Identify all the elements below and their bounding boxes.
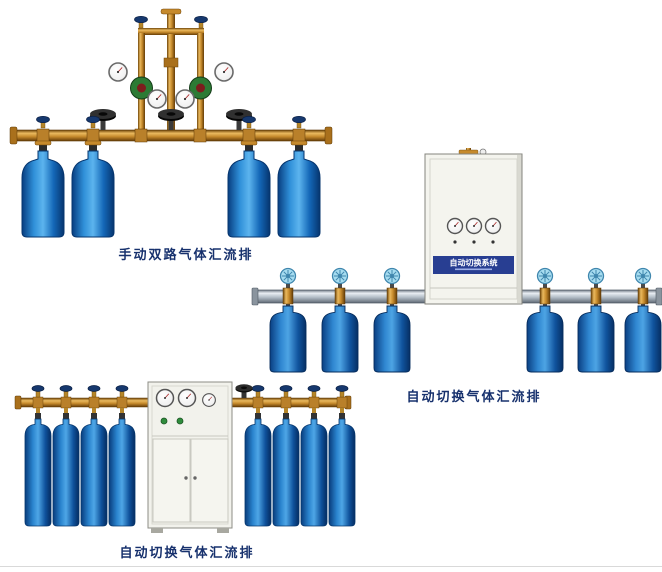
pressure-gauge-icon [465,217,483,235]
cylinder-handwheel-icon [383,267,401,285]
bottom-divider-line [0,566,662,567]
gas-cylinder [71,140,115,238]
door-handle-icon [193,476,197,480]
pressure-gauge-icon [147,89,167,109]
gas-cylinder [321,305,359,373]
door-handle-icon [184,476,188,480]
green-knob-icon [176,417,184,425]
ball-valve-icon [31,385,45,398]
cylinder-handwheel-icon [587,267,605,285]
ball-valve-icon [36,115,50,129]
ball-valve-icon [279,385,293,398]
ball-valve-icon [194,15,208,29]
handwheel-valve-icon [158,109,184,130]
green-knob-icon [160,417,168,425]
cabinet-panel-text: 自动切换系统 [450,258,498,268]
gas-cylinder [300,412,328,527]
ball-valve-icon [134,15,148,29]
auto-switch-floor-manifold-illustration [14,381,356,533]
manual-dual-manifold-illustration [9,8,333,238]
cylinder-stations [21,115,321,238]
gas-cylinder [624,305,662,373]
product-caption-auto-switch-wall: 自动切换气体汇流排 [406,390,542,405]
gas-cylinder [80,412,108,527]
ball-valve-icon [251,385,265,398]
ball-valve-icon [87,385,101,398]
cylinder-handwheel-icon [331,267,349,285]
pressure-gauge-icon [446,217,464,235]
ball-valve-icon [292,115,306,129]
cabinet-door [190,438,229,523]
ball-valve-icon [242,115,256,129]
cabinet-panel-subtext-line [455,268,492,271]
cabinet-door [152,438,191,523]
pressure-gauge-icon [108,62,128,82]
pressure-gauge-icon [484,217,502,235]
floor-cabinet [147,381,233,533]
gas-cylinder [526,305,564,373]
ball-valve-icon [86,115,100,129]
gas-cylinder [108,412,136,527]
cylinder-handwheel-icon [634,267,652,285]
product-caption-auto-switch-floor: 自动切换气体汇流排 [119,546,255,561]
gas-cylinder [328,412,356,527]
ball-valve-icon [59,385,73,398]
gas-cylinder [577,305,615,373]
gas-cylinder [52,412,80,527]
cylinder-handwheel-icon [279,267,297,285]
handwheel-valve [235,384,253,398]
station-fittings [282,287,649,305]
product-caption-manual-dual: 手动双路气体汇流排 [118,248,254,263]
gas-cylinder [373,305,411,373]
cabinet-panel [433,256,514,274]
pressure-regulators [108,62,234,130]
gas-cylinder [244,412,272,527]
gas-cylinder [272,412,300,527]
gas-cylinder [269,305,307,373]
handwheel-valves [90,109,252,130]
ball-valve-icon [335,385,349,398]
control-cabinet: 自动切换系统 [424,148,523,305]
manifold-top-assembly [134,8,208,130]
cylinder-stations [24,385,356,527]
gas-cylinder [24,412,52,527]
pressure-gauge-icon [175,89,195,109]
pressure-gauge-icon [214,62,234,82]
pressure-gauge-icon [177,388,197,408]
ball-valve-icon [307,385,321,398]
main-manifold-pipe [9,126,333,145]
cylinder-handwheel-icon [536,267,554,285]
auto-switch-manifold-illustration: 自动切换系统 [251,148,662,373]
pressure-gauge-icon [155,388,175,408]
gas-cylinder [21,140,65,238]
pressure-gauge-icon [202,393,216,407]
ball-valve-icon [115,385,129,398]
